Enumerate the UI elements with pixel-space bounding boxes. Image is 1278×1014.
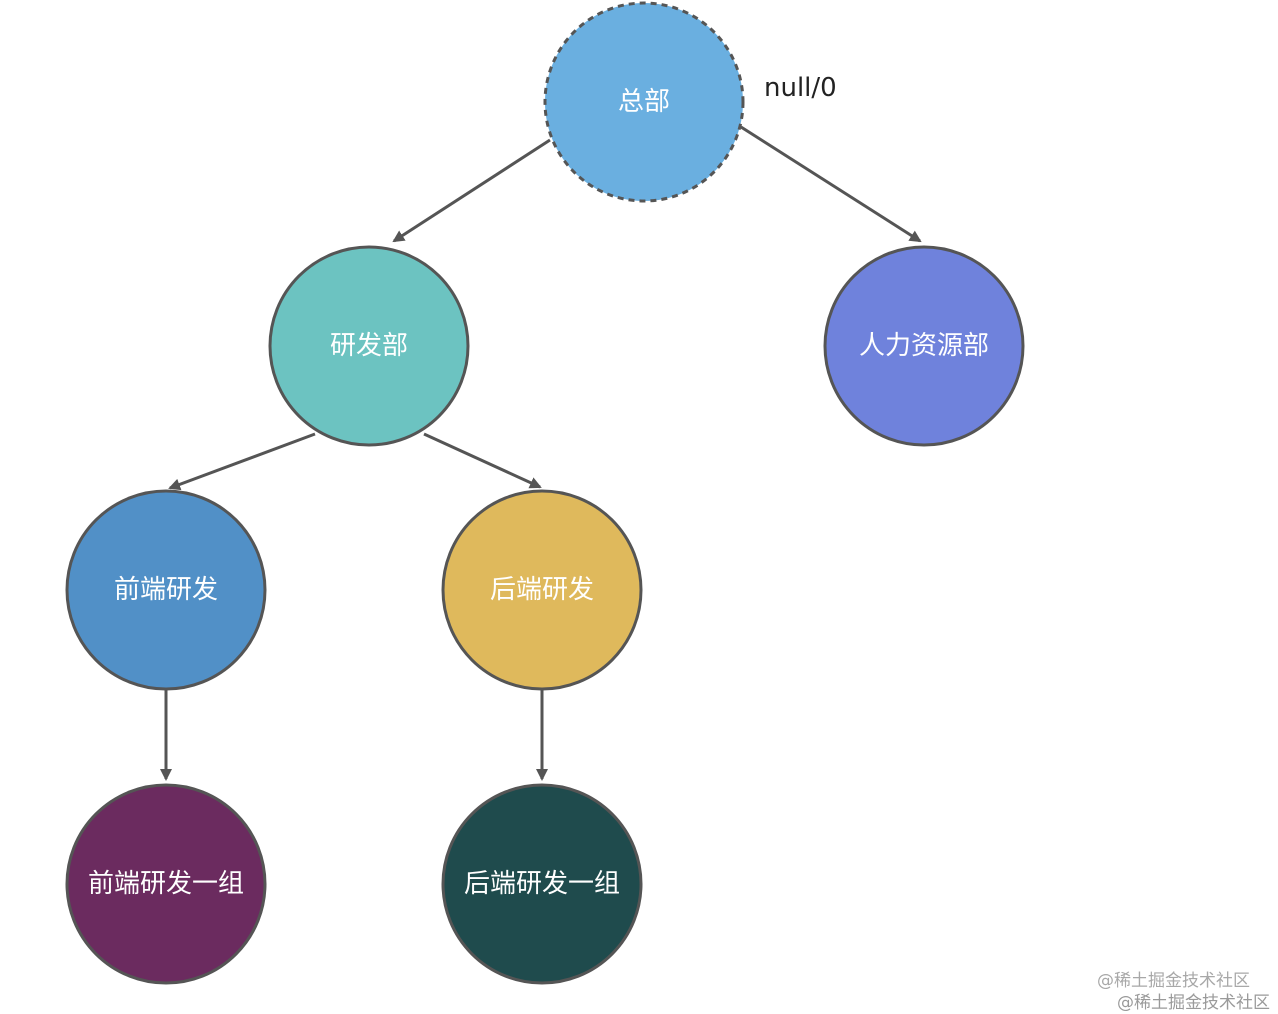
node-backend-team1-circle <box>441 783 643 985</box>
node-frontend-team1-circle <box>65 783 267 985</box>
edge-root-to-hr <box>740 125 922 243</box>
node-frontend-team1-label: 前端研发一组 <box>88 869 244 899</box>
edge-rnd-to-frontend <box>168 432 316 491</box>
node-backend-circle <box>441 489 643 691</box>
node-hr: 人力资源部 <box>823 245 1025 447</box>
node-rnd: 研发部 <box>268 245 470 447</box>
node-backend-label: 后端研发 <box>490 575 594 605</box>
node-rnd-label: 研发部 <box>330 331 408 361</box>
node-root: 总部 null/0 <box>543 1 837 203</box>
node-frontend-circle <box>65 489 267 691</box>
edge-rnd-to-backend <box>423 432 542 489</box>
node-frontend-team1: 前端研发一组 <box>65 783 267 985</box>
watermark-line-1: @稀土掘金技术社区 <box>1097 971 1250 991</box>
node-backend-team1: 后端研发一组 <box>441 783 643 985</box>
node-backend: 后端研发 <box>441 489 643 691</box>
node-root-label: 总部 <box>618 87 670 117</box>
root-null-label: null/0 <box>764 73 837 103</box>
watermark-line-2: @稀土掘金技术社区 <box>1117 993 1270 1013</box>
edge-root-to-rnd <box>392 138 551 243</box>
node-rnd-circle <box>268 245 470 447</box>
node-hr-circle <box>823 245 1025 447</box>
node-root-circle <box>543 1 745 203</box>
edges <box>160 125 922 781</box>
node-hr-label: 人力资源部 <box>859 331 989 361</box>
node-frontend-label: 前端研发 <box>114 575 218 605</box>
node-backend-team1-label: 后端研发一组 <box>464 869 620 899</box>
node-frontend: 前端研发 <box>65 489 267 691</box>
